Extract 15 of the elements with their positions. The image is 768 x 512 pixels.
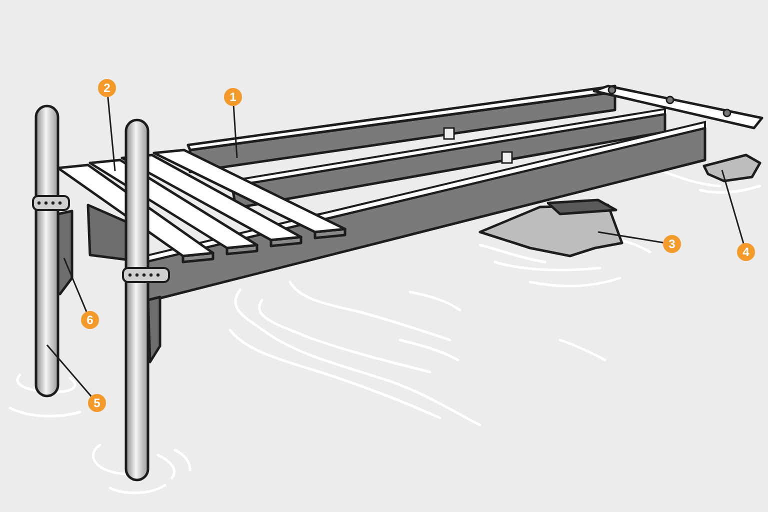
post — [124, 118, 150, 482]
leader-line — [46, 344, 92, 397]
leader-line — [63, 258, 88, 312]
post — [34, 104, 60, 398]
callout-number: 2 — [98, 79, 116, 97]
concrete-footing — [478, 198, 624, 258]
callout-number: 1 — [224, 88, 242, 106]
callout-number: 3 — [663, 235, 681, 253]
callout-number: 4 — [737, 243, 755, 261]
leader-line — [598, 231, 664, 244]
callout-number: 6 — [81, 311, 99, 329]
concrete-footing — [702, 154, 762, 182]
callout-number: 5 — [88, 394, 106, 412]
leader-line — [721, 170, 744, 244]
leader-line — [107, 96, 116, 172]
